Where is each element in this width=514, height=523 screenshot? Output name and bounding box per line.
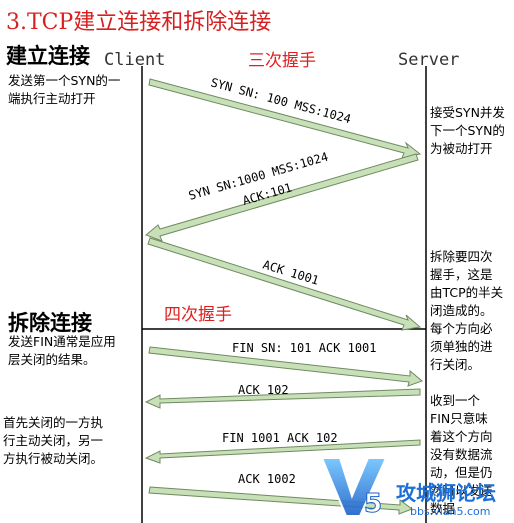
note-line: 下一个SYN的	[430, 123, 505, 138]
watermark-text: 攻城狮论坛	[396, 481, 496, 505]
server-note-fin: 收到一个 FIN只意味 着这个方向 没有数据流 动，但是仍 然可以发送 数据	[430, 392, 514, 518]
note-line: 行主动关闭，另一	[3, 433, 104, 448]
note-line: 收到一个	[430, 393, 481, 408]
note-line: 发送FIN通常是应用	[8, 334, 116, 349]
watermark-logo-icon: 5	[320, 457, 388, 520]
message-label-5: ACK 102	[238, 383, 289, 397]
client-note-establish: 发送第一个SYN的一 端执行主动打开	[8, 72, 120, 108]
note-line: 然可以发送	[430, 483, 493, 498]
note-line: 没有数据流	[430, 447, 493, 462]
message-arrow-1	[148, 78, 422, 159]
server-note-establish: 接受SYN并发 下一个SYN的 为被动打开	[430, 104, 514, 158]
note-line: 端执行主动打开	[8, 91, 96, 106]
four-way-handshake-label: 四次握手	[164, 305, 232, 325]
watermark-url: bbs.vlan5.com	[410, 505, 491, 518]
message-arrow-4	[148, 346, 423, 387]
note-line: 须单独的进	[430, 339, 493, 354]
note-line: FIN只意味	[430, 411, 488, 426]
message-label-7: ACK 1002	[238, 472, 296, 486]
client-note-fin: 发送FIN通常是应用 层关闭的结果。	[8, 333, 116, 369]
note-line: 闭造成的。	[430, 303, 493, 318]
message-arrow-2	[145, 153, 419, 242]
teardown-heading: 拆除连接	[8, 311, 92, 335]
note-line: 层关闭的结果。	[8, 352, 96, 367]
note-line: 方执行被动关闭。	[3, 451, 104, 466]
note-line: 数据	[430, 501, 456, 516]
client-note-active-close: 首先关闭的一方执 行主动关闭，另一 方执行被动关闭。	[3, 414, 103, 468]
note-line: 发送第一个SYN的一	[8, 73, 121, 88]
note-line: 首先关闭的一方执	[3, 415, 104, 430]
message-arrow-6	[144, 439, 421, 464]
message-arrow-3	[147, 237, 422, 331]
three-way-handshake-label: 三次握手	[248, 51, 316, 71]
page-title: 3.TCP建立连接和拆除连接	[6, 10, 272, 35]
note-line: 拆除要四次	[430, 249, 493, 264]
message-label-6: FIN 1001 ACK 102	[222, 431, 338, 445]
message-label-4: FIN SN: 101 ACK 1001	[232, 341, 377, 355]
note-line: 握手，这是	[430, 267, 493, 282]
note-line: 为被动打开	[430, 141, 493, 156]
message-arrow-7	[148, 486, 414, 515]
establish-heading: 建立连接	[6, 44, 90, 68]
watermark-digit: 5	[364, 489, 382, 519]
note-line: 着这个方向	[430, 429, 493, 444]
server-label: Server	[398, 50, 460, 70]
server-note-teardown: 拆除要四次 握手，这是 由TCP的半关 闭造成的。 每个方向必 须单独的进 行关…	[430, 248, 514, 374]
note-line: 动，但是仍	[430, 465, 493, 480]
note-line: 接受SYN并发	[430, 105, 505, 120]
note-line: 每个方向必	[430, 321, 493, 336]
message-arrow-5	[144, 388, 421, 409]
client-label: Client	[104, 50, 166, 70]
note-line: 由TCP的半关	[430, 285, 504, 300]
note-line: 行关闭。	[430, 357, 481, 372]
